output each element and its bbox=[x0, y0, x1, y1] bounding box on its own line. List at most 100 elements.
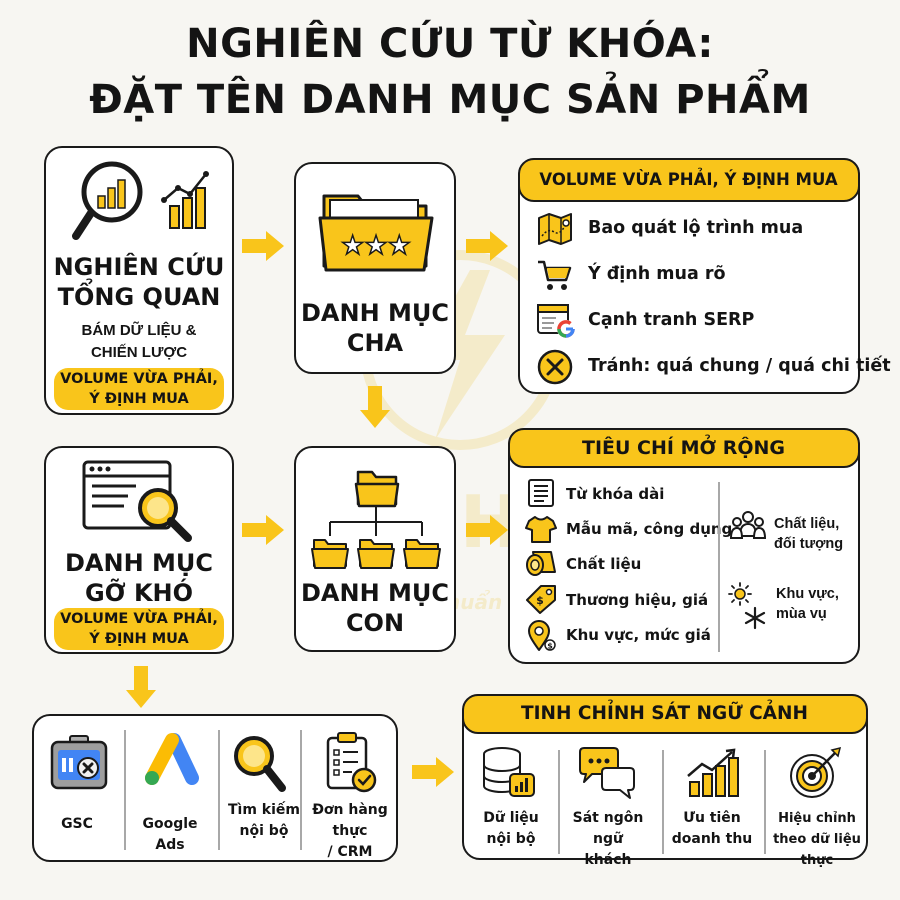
database-chart-icon bbox=[483, 747, 535, 797]
shirt-icon bbox=[525, 516, 557, 543]
overview-card: NGHIÊN CỨU TỔNG QUAN BÁM DỮ LIỆU & CHIẾN… bbox=[44, 146, 234, 415]
arrow-right-3 bbox=[242, 515, 284, 545]
source-3-line-1: Tìm kiếm bbox=[227, 802, 300, 818]
criteria-left-1: Từ khóa dài bbox=[566, 485, 665, 503]
refine-divider-2 bbox=[662, 750, 664, 854]
location-pin-icon: $ bbox=[528, 620, 556, 651]
browser-search-icon bbox=[82, 460, 192, 542]
chat-bubbles-icon bbox=[579, 747, 635, 799]
svg-text:★★★: ★★★ bbox=[341, 231, 411, 261]
magnifier-chart-icon bbox=[72, 161, 209, 240]
volume-panel: VOLUME VỪA PHẢI, Ý ĐỊNH MUA Bao quát lộ … bbox=[517, 157, 891, 394]
hard-category-card: DANH MỤC GỠ KHÓ VOLUME VỪA PHẢI, Ý ĐỊNH … bbox=[44, 446, 234, 654]
refine-1-line-1: Dữ liệu bbox=[483, 810, 539, 826]
criteria-right-2-line-1: Khu vực, bbox=[776, 586, 839, 602]
search-icon bbox=[234, 736, 286, 792]
arrow-right-1 bbox=[242, 231, 284, 261]
child-label-2: CON bbox=[345, 609, 405, 637]
people-icon bbox=[730, 511, 766, 539]
criteria-divider bbox=[718, 482, 720, 652]
source-divider-2 bbox=[218, 730, 220, 850]
volume-panel-header: VOLUME VỪA PHẢI, Ý ĐỊNH MUA bbox=[517, 157, 860, 202]
volume-item-1: Bao quát lộ trình mua bbox=[588, 218, 804, 238]
refine-1: Dữ liệu nội bộ bbox=[468, 808, 554, 850]
parent-category-card: ★★★ DANH MỤC CHA bbox=[294, 162, 456, 374]
overview-heading-1: NGHIÊN CỨU bbox=[53, 253, 225, 281]
criteria-right-1: Chất liệu, đối tượng bbox=[774, 514, 843, 554]
criteria-left-4: Thương hiệu, giá bbox=[566, 591, 709, 609]
fabric-roll-icon bbox=[526, 551, 556, 576]
svg-text:$: $ bbox=[547, 642, 553, 651]
source-2: Google Ads bbox=[126, 814, 214, 856]
gsc-icon bbox=[50, 735, 108, 790]
refine-2: Sát ngôn ngữ khách bbox=[558, 808, 658, 871]
parent-label-2: CHA bbox=[346, 329, 404, 357]
criteria-left-5: Khu vực, mức giá bbox=[566, 626, 711, 644]
source-1-line-1: GSC bbox=[61, 816, 93, 832]
folder-tree-icon bbox=[311, 470, 441, 569]
google-ads-icon bbox=[145, 733, 199, 785]
refine-4-line-1: Hiệu chỉnh bbox=[778, 811, 856, 826]
overview-sub-1: BÁM DỮ LIỆU & bbox=[81, 322, 197, 339]
source-4-line-1: Đơn hàng thực bbox=[312, 802, 388, 839]
hard-label-2: GỠ KHÓ bbox=[84, 579, 194, 607]
overview-subtitle: BÁM DỮ LIỆU & CHIẾN LƯỢC bbox=[46, 320, 232, 364]
volume-item-4: Tránh: quá chung / quá chi tiết bbox=[588, 356, 891, 376]
arrow-down-2 bbox=[126, 666, 156, 708]
data-sources-card: GSC Google Ads Tìm kiếm nội bộ Đơn hàng … bbox=[32, 714, 398, 862]
refine-3-line-2: doanh thu bbox=[671, 831, 753, 847]
refine-divider-1 bbox=[558, 750, 560, 854]
title-line-1: NGHIÊN CỨU TỪ KHÓA: bbox=[186, 21, 714, 67]
refine-1-line-2: nội bộ bbox=[486, 831, 536, 847]
criteria-right-1-line-2: đối tượng bbox=[774, 536, 844, 552]
refine-3-line-1: Ưu tiên bbox=[683, 810, 741, 826]
cart-icon bbox=[538, 260, 572, 290]
sun-snow-icon bbox=[728, 582, 766, 630]
source-4: Đơn hàng thực / CRM bbox=[300, 800, 400, 863]
target-icon bbox=[790, 746, 842, 798]
overview-sub-2: CHIẾN LƯỢC bbox=[90, 344, 188, 361]
arrow-right-4 bbox=[466, 515, 508, 545]
map-icon bbox=[538, 213, 572, 245]
volume-item-2: Ý định mua rõ bbox=[588, 264, 726, 284]
criteria-right-1-line-1: Chất liệu, bbox=[774, 516, 840, 532]
criteria-panel-header: TIÊU CHÍ MỞ RỘNG bbox=[507, 427, 860, 468]
criteria-right-2: Khu vực, mùa vụ bbox=[776, 584, 839, 624]
criteria-right-2-line-2: mùa vụ bbox=[776, 606, 827, 622]
refine-divider-3 bbox=[764, 750, 766, 854]
overview-pill-line-1: VOLUME VỪA PHẢI, bbox=[60, 371, 218, 387]
refine-3: Ưu tiên doanh thu bbox=[664, 808, 760, 850]
refine-2-line-2: khách bbox=[584, 852, 632, 868]
close-circle-icon bbox=[537, 349, 573, 385]
hard-pill-line-2: Ý ĐỊNH MUA bbox=[89, 631, 189, 647]
refine-panel-header: TINH CHỈNH SÁT NGỮ CẢNH bbox=[461, 693, 868, 734]
overview-heading-2: TỔNG QUAN bbox=[57, 283, 221, 311]
hard-pill-line-1: VOLUME VỪA PHẢI, bbox=[60, 611, 218, 627]
folder-stars-icon: ★★★ bbox=[318, 194, 434, 272]
hard-category-pill: VOLUME VỪA PHẢI, Ý ĐỊNH MUA bbox=[54, 608, 224, 650]
refine-4: Hiệu chỉnh theo dữ liệu thực bbox=[764, 808, 870, 871]
criteria-left-3: Chất liệu bbox=[566, 555, 642, 573]
source-4-line-2: / CRM bbox=[327, 844, 373, 860]
child-category-card: DANH MỤC CON bbox=[294, 446, 456, 652]
price-tag-icon: $ bbox=[526, 585, 556, 614]
source-divider-1 bbox=[124, 730, 126, 850]
source-3: Tìm kiếm nội bộ bbox=[220, 800, 308, 842]
arrow-right-5 bbox=[412, 757, 454, 787]
overview-pill-line-2: Ý ĐỊNH MUA bbox=[89, 391, 189, 407]
criteria-panel: TIÊU CHÍ MỞ RỘNG Từ khóa dài Mẫu mã, côn… bbox=[507, 427, 860, 664]
growth-chart-icon bbox=[687, 748, 739, 797]
criteria-left-2: Mẫu mã, công dụng bbox=[566, 520, 733, 538]
child-label-1: DANH MỤC bbox=[300, 579, 449, 607]
clipboard-check-icon bbox=[326, 732, 377, 793]
arrow-right-2 bbox=[466, 231, 508, 261]
list-icon bbox=[528, 479, 554, 507]
source-2-line-1: Google Ads bbox=[142, 816, 198, 853]
refine-panel: TINH CHỈNH SÁT NGỮ CẢNH Dữ liệu nội bộ S… bbox=[461, 693, 868, 868]
title-line-2: ĐẶT TÊN DANH MỤC SẢN PHẨM bbox=[89, 77, 811, 123]
source-1: GSC bbox=[34, 814, 120, 835]
refine-2-line-1: Sát ngôn ngữ bbox=[572, 810, 644, 847]
volume-item-3: Cạnh tranh SERP bbox=[588, 310, 755, 330]
arrow-down-1 bbox=[360, 386, 390, 428]
parent-label-1: DANH MỤC bbox=[300, 299, 449, 327]
